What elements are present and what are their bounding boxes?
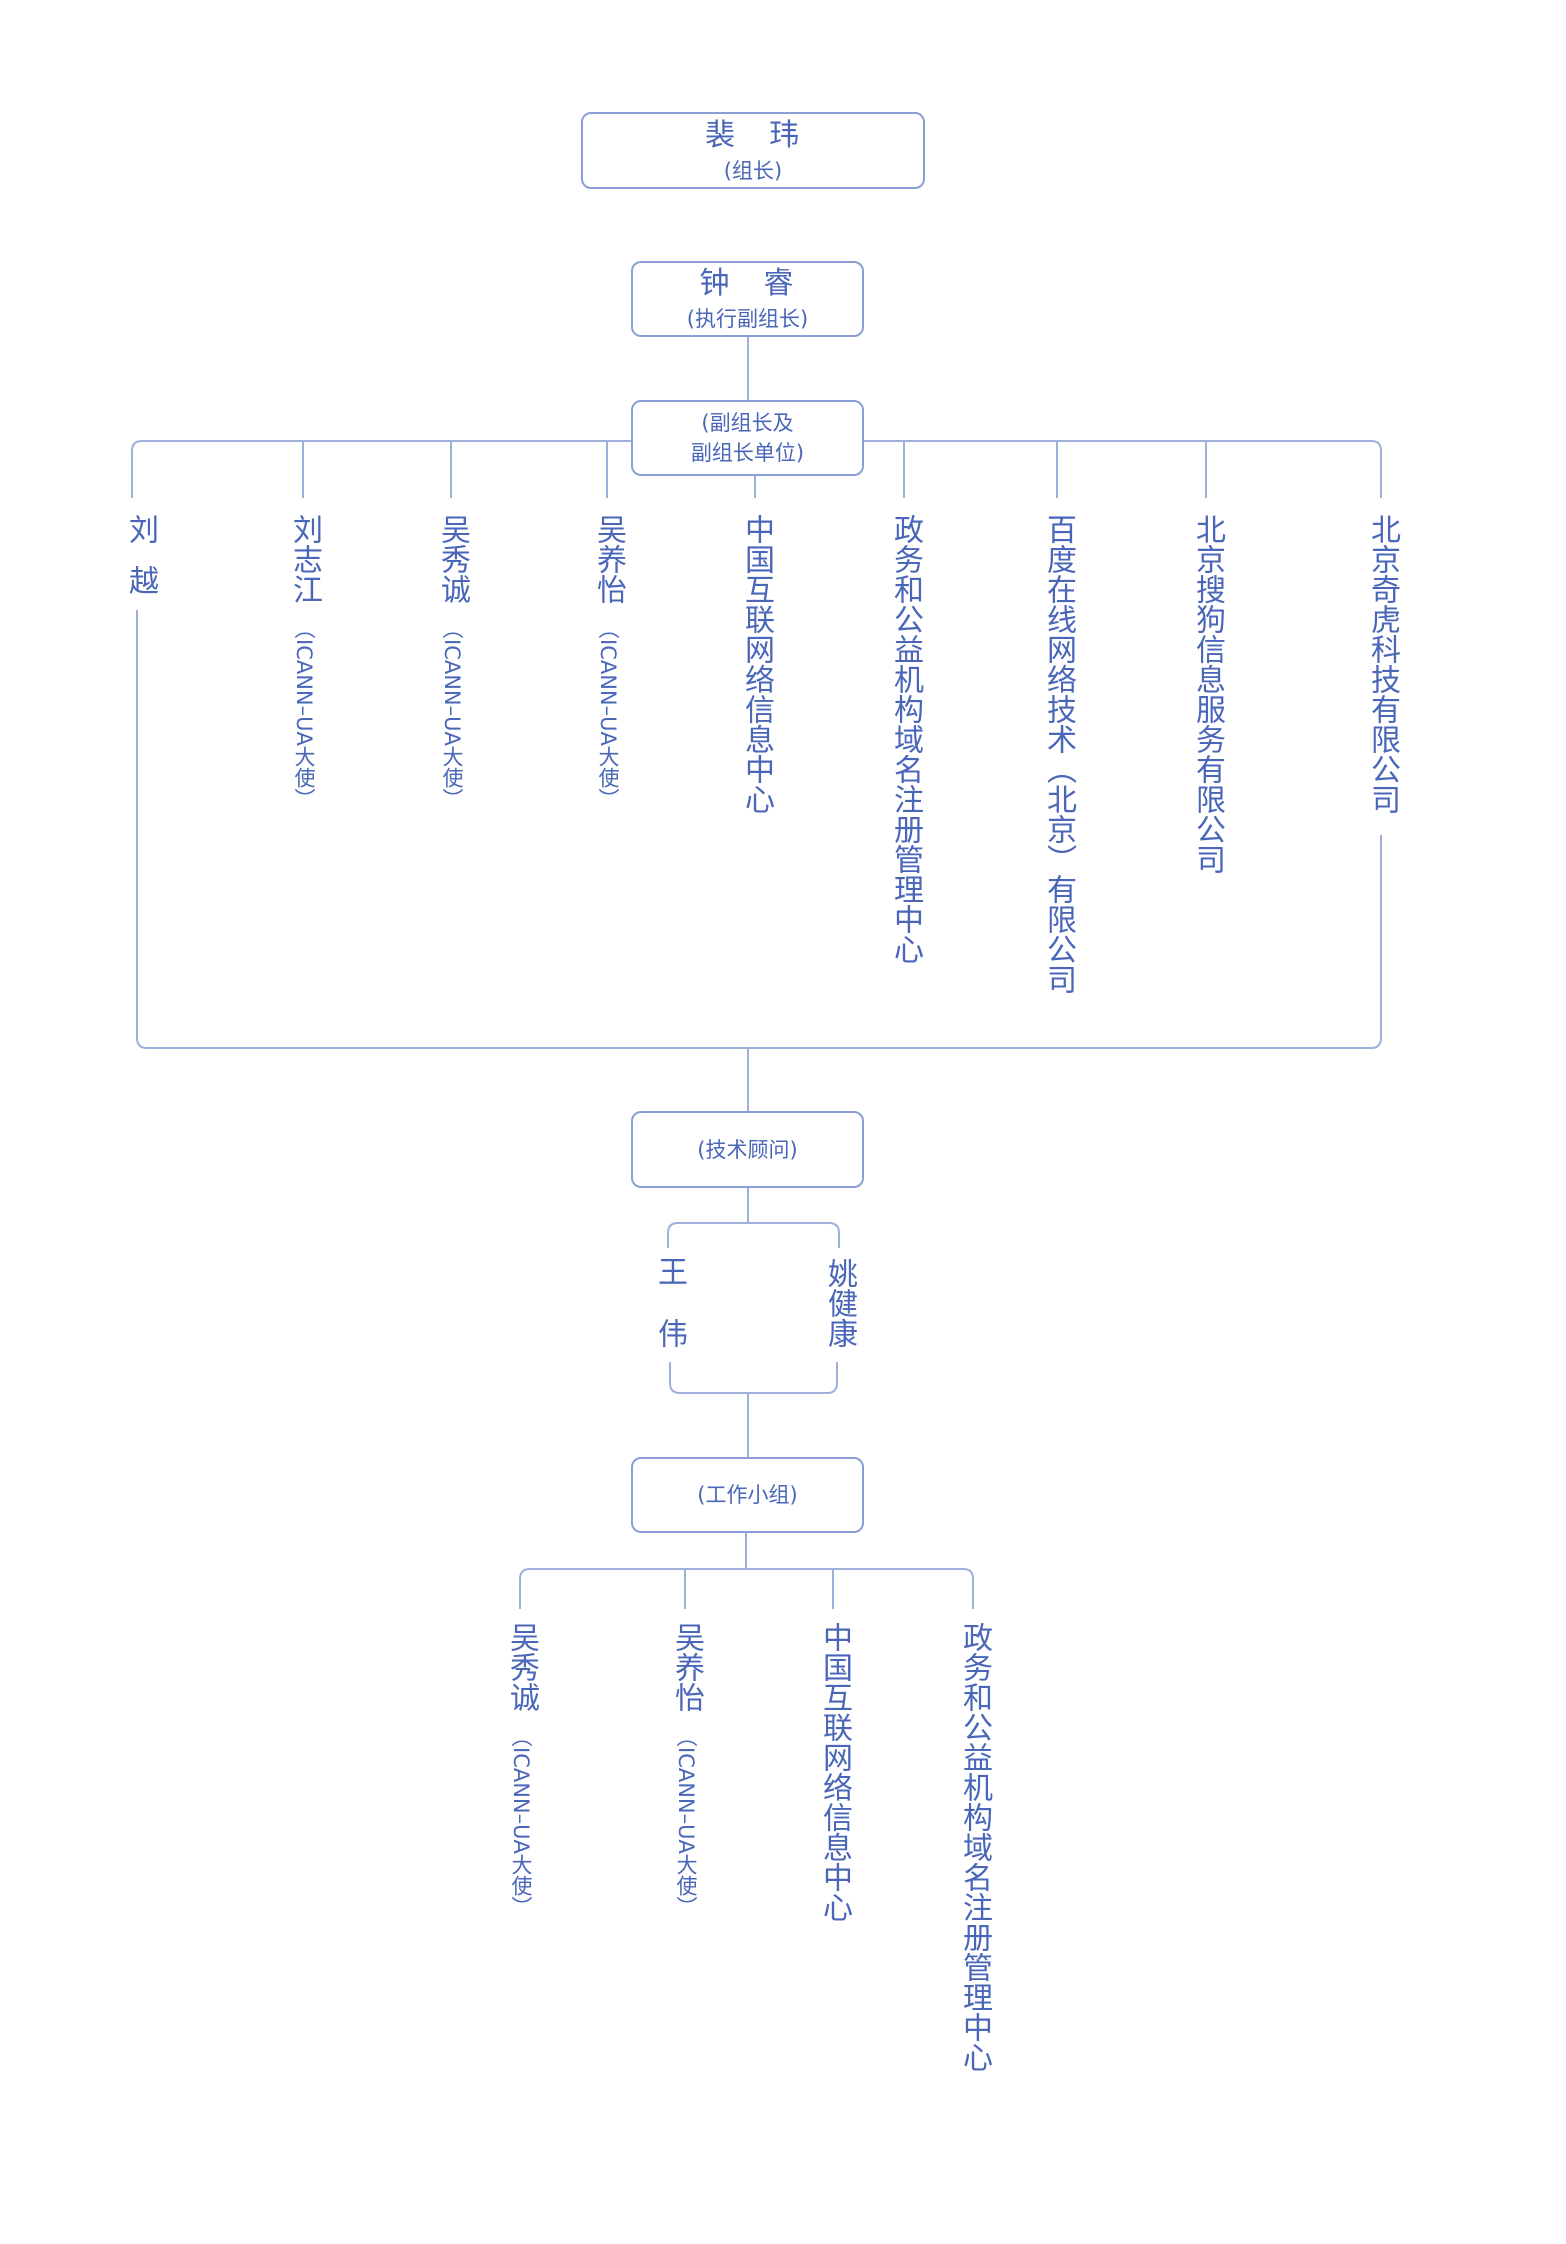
working-group-box: (工作小组): [631, 1457, 864, 1533]
working-group-box-label: (工作小组): [697, 1483, 798, 1507]
leader-name: 裴 玮: [705, 117, 801, 153]
member-name: 政务和公益机构域名注册管理中心: [957, 1622, 992, 2072]
advisors-box: (技术顾问): [631, 1111, 864, 1188]
deputy-note: （ICANN–UA大使）: [440, 618, 464, 809]
deputy-column: 吴秀诚 （ICANN–UA大使）: [435, 514, 470, 809]
working-group-column: 中国互联网络信息中心: [817, 1622, 852, 1922]
deputy-column: 中国互联网络信息中心: [739, 514, 774, 814]
working-group-column: 政务和公益机构域名注册管理中心: [957, 1622, 992, 2072]
member-name: 吴秀诚: [504, 1622, 539, 1712]
executive-deputy-box: 钟 睿 (执行副组长): [631, 261, 864, 337]
leader-box: 裴 玮 (组长): [581, 112, 925, 189]
deputy-note: （ICANN–UA大使）: [292, 618, 316, 809]
working-group-column: 吴秀诚 （ICANN–UA大使）: [504, 1622, 539, 1917]
advisor-column: 王伟: [652, 1256, 687, 1380]
deputy-column: 北京搜狗信息服务有限公司: [1190, 514, 1225, 874]
leader-role: (组长): [723, 158, 783, 183]
deputy-name: 刘志江: [287, 514, 322, 604]
deputy-note: （ICANN–UA大使）: [596, 618, 620, 809]
working-group-column: 吴养怡 （ICANN–UA大使）: [669, 1622, 704, 1917]
deputy-column: 百度在线网络技术（北京）有限公司: [1041, 514, 1076, 994]
member-note: （ICANN–UA大使）: [509, 1726, 533, 1917]
deputy-name: 中国互联网络信息中心: [739, 514, 774, 814]
deputy-name: 刘越: [123, 514, 158, 616]
deputy-name: 吴养怡: [591, 514, 626, 604]
deputy-column: 政务和公益机构域名注册管理中心: [888, 514, 923, 964]
deputies-box-line1: (副组长及: [701, 411, 794, 435]
member-name: 中国互联网络信息中心: [817, 1622, 852, 1922]
executive-deputy-role: (执行副组长): [686, 307, 809, 331]
deputy-name: 北京搜狗信息服务有限公司: [1190, 514, 1225, 874]
member-note: （ICANN–UA大使）: [674, 1726, 698, 1917]
deputy-column: 刘越: [123, 514, 158, 616]
deputy-column: 北京奇虎科技有限公司: [1365, 514, 1400, 814]
advisors-box-label: (技术顾问): [697, 1137, 798, 1162]
advisor-column: 姚健康: [822, 1258, 857, 1348]
deputy-column: 吴养怡 （ICANN–UA大使）: [591, 514, 626, 809]
deputy-name: 百度在线网络技术（北京）有限公司: [1041, 514, 1076, 994]
deputies-box: (副组长及 副组长单位): [631, 400, 864, 476]
deputy-name: 吴秀诚: [435, 514, 470, 604]
advisor-name: 姚健康: [822, 1258, 857, 1348]
executive-deputy-name: 钟 睿: [699, 266, 796, 301]
deputies-box-line2: 副组长单位): [690, 441, 805, 465]
deputy-name: 政务和公益机构域名注册管理中心: [888, 514, 923, 964]
deputy-name: 北京奇虎科技有限公司: [1365, 514, 1400, 814]
advisor-name: 王伟: [652, 1256, 687, 1380]
member-name: 吴养怡: [669, 1622, 704, 1712]
deputy-column: 刘志江 （ICANN–UA大使）: [287, 514, 322, 809]
